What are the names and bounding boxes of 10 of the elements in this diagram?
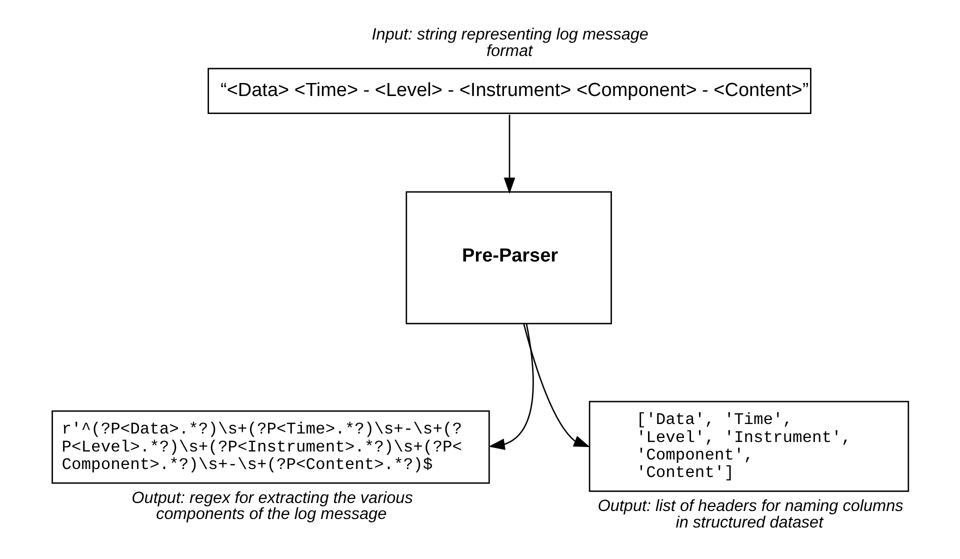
node-box: ['Data', 'Time', 'Level', 'Instrument', 'Component', 'Content'] [588,400,910,492]
arrow [488,324,534,450]
node-box: r'^(?P<Data>.*?)\s+(?P<Time>.*?)\s+-\s+(?P<Level>.*?)\s+(?P<Instrument>.*?)\s+(?P<Component>.*?)\s+-\s+(?P<Content>.*?)$ [52,410,490,484]
arrow [523,324,590,448]
node-label: Input: string representing log message format [372,25,648,60]
node-box: “<Data> <Time> - <Level> - <Instrument> <Component> - <Content>” [208,68,812,114]
node-label: Output: list of headers for naming columns in structured dataset [598,496,904,532]
arrow [504,114,516,194]
node-box: Pre-Parser [406,191,612,324]
node-label: Output: regex for extracting the various components of the log message [132,488,413,524]
